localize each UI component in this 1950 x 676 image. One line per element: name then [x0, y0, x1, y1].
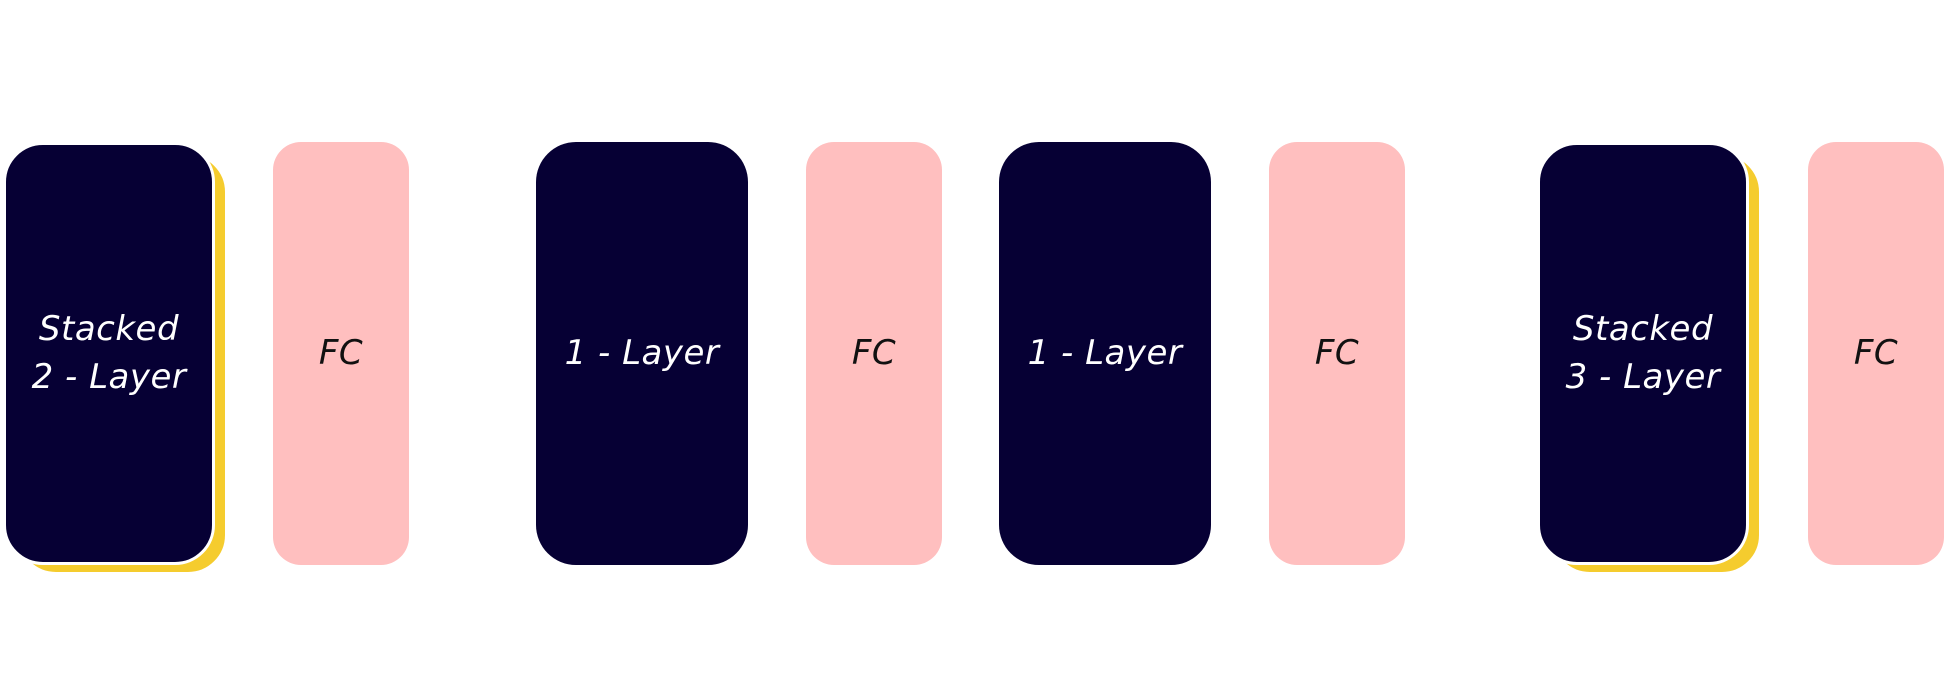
stacked-2-layer-block: Stacked 2 - Layer: [3, 142, 215, 565]
fc-block: FC: [806, 142, 942, 565]
one-layer-block: 1 - Layer: [536, 142, 748, 565]
stacked-3-layer-block: Stacked 3 - Layer: [1537, 142, 1749, 565]
fc-label: FC: [851, 332, 897, 373]
one-layer-block: 1 - Layer: [999, 142, 1211, 565]
block-label: 1 - Layer: [1027, 332, 1183, 373]
fc-label: FC: [1314, 332, 1360, 373]
fc-label: FC: [1853, 332, 1899, 373]
block-label-line2: 2 - Layer: [31, 356, 187, 397]
block-label: 1 - Layer: [564, 332, 720, 373]
block-label-line1: Stacked: [1572, 308, 1714, 349]
fc-block: FC: [1808, 142, 1944, 565]
fc-block: FC: [1269, 142, 1405, 565]
fc-block: FC: [273, 142, 409, 565]
block-label-line1: Stacked: [38, 308, 180, 349]
block-label-line2: 3 - Layer: [1565, 356, 1721, 397]
fc-label: FC: [318, 332, 364, 373]
